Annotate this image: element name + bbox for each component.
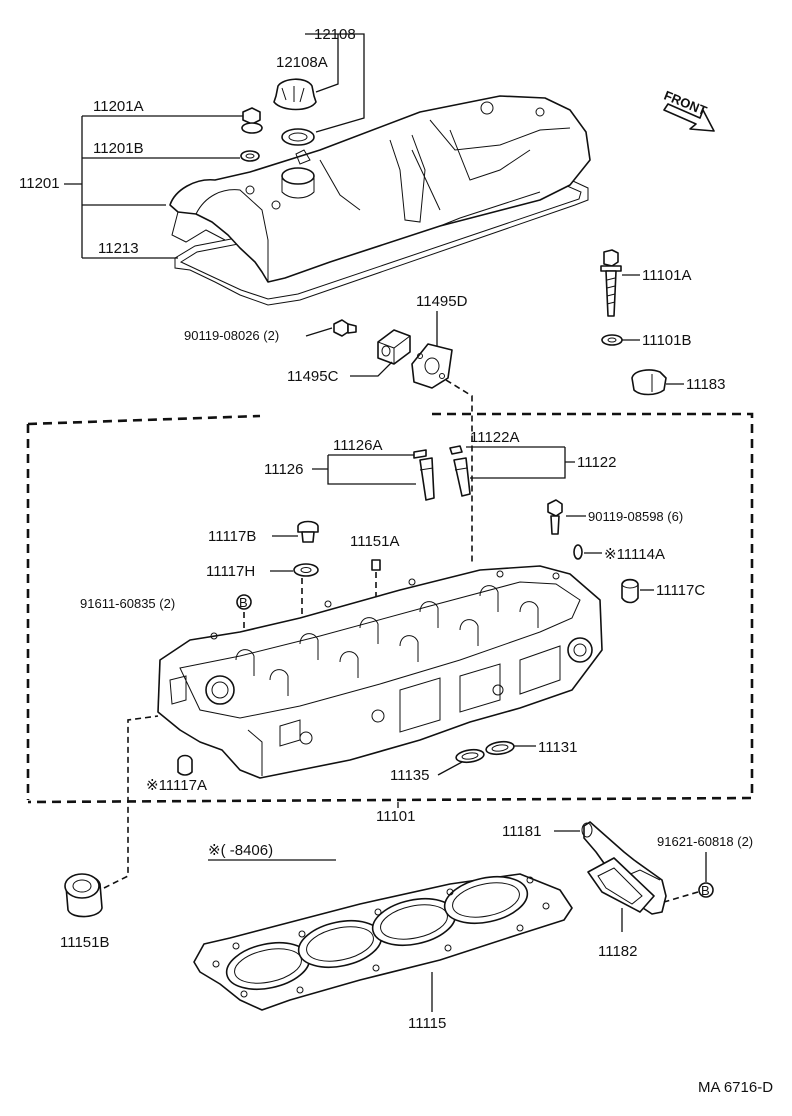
plug-11117B: 11117B: [208, 520, 319, 545]
cylinder-head-assembly-box: [26, 412, 754, 804]
label-91621-60818: 91621-60818 (2): [657, 834, 753, 849]
label-11151B: 11151B: [60, 934, 110, 951]
plug-11117C: 11117C: [621, 578, 705, 604]
bolt-91611-60835: B 91611-60835 (2): [80, 594, 252, 668]
label-11495D: 11495D: [416, 293, 468, 310]
water-outlet-gasket: [587, 857, 655, 913]
label-11201B: 11201B: [93, 140, 144, 157]
diagram-code: MA 6716-D: [698, 1079, 773, 1096]
label-11101A: 11101A: [642, 267, 692, 284]
label-11117C: 11117C: [656, 582, 705, 599]
label-11122A: 11122A: [470, 429, 520, 446]
plug-11183: 11183: [631, 369, 726, 396]
label-11122: 11122: [577, 454, 617, 471]
label-11117A: ※11117A: [146, 777, 207, 794]
label-11183: 11183: [686, 376, 726, 393]
label-11101: 11101: [376, 808, 416, 825]
label-11181: 11181: [502, 823, 542, 840]
cylinder-head-cover: [169, 95, 591, 283]
label-11126A: 11126A: [333, 437, 383, 454]
label-11126: 11126: [264, 461, 304, 478]
date-note: ※( -8406): [208, 842, 273, 859]
label-90119-08598: 90119-08598 (6): [588, 509, 683, 524]
washer-11101B: 11101B: [601, 332, 692, 349]
label-11213: 11213: [98, 240, 139, 257]
water-outlet-group: 11181 11182 B 91621-60818 (2): [502, 821, 753, 960]
bolt-90119-08598: 90119-08598 (6): [547, 499, 683, 535]
label-12108A: 12108A: [276, 54, 328, 71]
label-11131: 11131: [538, 739, 578, 756]
plug-11117A: ※11117A: [146, 754, 207, 794]
stud-bolt-11101A: 11101A: [600, 249, 692, 317]
cylinder-head: [157, 565, 603, 779]
valve-cover-group: [169, 78, 591, 306]
gaskets-11131-11135: 11131 11135: [390, 739, 578, 784]
seal-11114A: ※11114A: [573, 544, 665, 563]
valve-cover-callouts: 12108 12108A 11201A 11201B 11201 11213: [19, 26, 365, 259]
label-11114A: ※11114A: [604, 546, 665, 563]
label-11101B: 11101B: [642, 332, 692, 349]
label-11151A: 11151A: [350, 533, 400, 550]
front-direction-arrow: FRONT: [662, 88, 715, 132]
head-gasket-11115: 11115: [193, 873, 573, 1032]
label-11135: 11135: [390, 767, 430, 784]
label-91611-60835: 91611-60835 (2): [80, 596, 175, 611]
bolt-marker-b1: B: [239, 595, 248, 610]
bolt-marker-b2: B: [701, 883, 710, 898]
label-11182: 11182: [598, 943, 638, 960]
label-11117H: 11117H: [206, 563, 255, 580]
label-11115: 11115: [408, 1015, 446, 1032]
cover-plate-group: 90119-08026 (2) 11495C 11495D: [184, 293, 473, 565]
oil-filler-cap-gasket: [281, 128, 315, 146]
label-11201A: 11201A: [93, 98, 144, 115]
label-11117B: 11117B: [208, 528, 256, 545]
oil-filler-cap: [273, 78, 317, 111]
oil-seal-11151B: 11151B: [60, 715, 159, 951]
label-11201: 11201: [19, 175, 60, 192]
valve-guides: 11126A 11126 11122A 11122: [264, 429, 617, 501]
label-90119-08026: 90119-08026 (2): [184, 328, 279, 343]
label-11495C: 11495C: [287, 368, 339, 385]
